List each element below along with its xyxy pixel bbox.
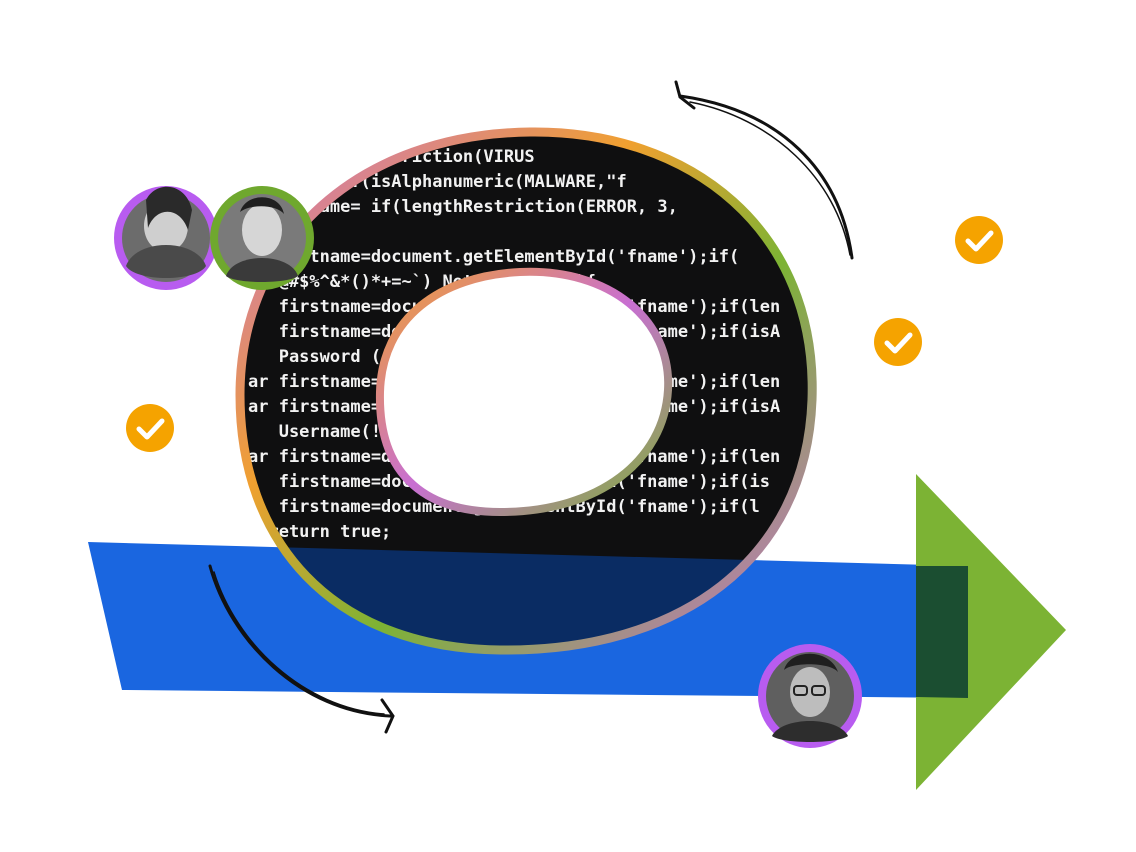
curved-arrow-icon — [674, 80, 854, 260]
green-triangle-arrow-icon — [916, 474, 1066, 790]
code-line: firstname=document.getElementById('fname… — [248, 247, 739, 267]
check-badge-icon — [955, 216, 1003, 264]
check-badge-icon — [126, 404, 174, 452]
person-avatar-icon — [210, 186, 314, 290]
person-avatar-icon — [114, 186, 218, 290]
person-avatar-icon — [758, 644, 862, 748]
check-badge-icon — [874, 318, 922, 366]
curved-arrow-icon — [208, 564, 395, 734]
ring-hole — [375, 267, 673, 517]
code-ring: if(lengthRestriction(VIRUS valid= if(isA… — [235, 127, 817, 655]
code-line: lastname= if(lengthRestriction(ERROR, 3, — [248, 197, 678, 217]
code-line: valid= if(isAlphanumeric(MALWARE,"f — [248, 172, 627, 192]
code-line: return true; — [248, 522, 391, 542]
